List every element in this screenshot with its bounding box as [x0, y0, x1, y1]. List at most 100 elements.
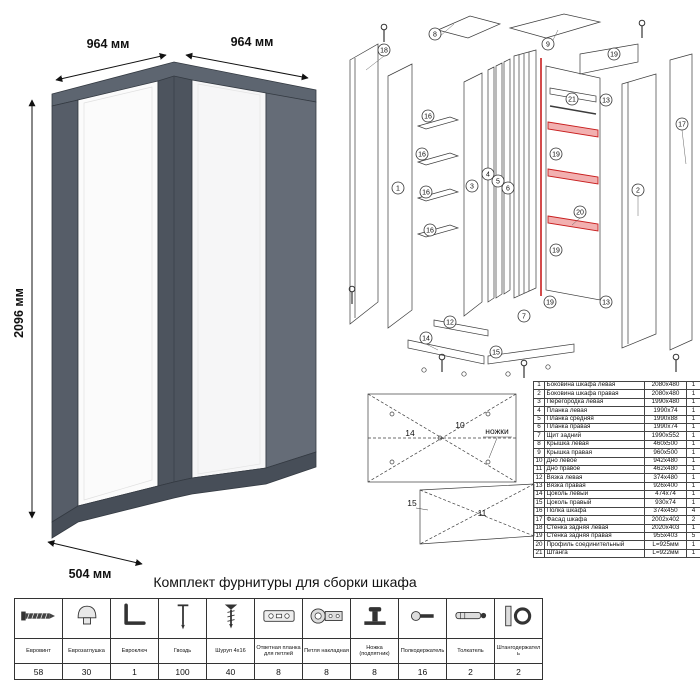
- nail-icon: [158, 598, 207, 639]
- parts-cell-qty: 1: [686, 456, 700, 466]
- svg-text:21: 21: [568, 96, 576, 103]
- svg-text:16: 16: [418, 151, 426, 158]
- parts-cell-num: 14: [533, 490, 545, 500]
- svg-text:19: 19: [552, 247, 560, 254]
- hardware-name: Петля накладная: [302, 638, 351, 664]
- hardware-name: Шуруп 4x16: [206, 638, 255, 664]
- leg: [485, 459, 491, 465]
- parts-cell-name: Крышка правая: [544, 448, 645, 458]
- svg-text:5: 5: [496, 178, 500, 185]
- parts-cell-name: Дно правое: [544, 464, 645, 475]
- parts-cell-name: Полка шкафа: [544, 506, 645, 517]
- part-callout-16: 16: [421, 109, 435, 123]
- part-callout-18: 18: [377, 43, 391, 57]
- parts-cell-size: 2080x480: [644, 389, 687, 399]
- dim-depth: 504 мм: [69, 567, 112, 580]
- wardrobe-3d-view: 964 мм 964 мм 2096 мм 504 мм: [12, 35, 317, 580]
- part-callout-13: 13: [599, 295, 613, 309]
- pusher-icon: [446, 598, 495, 639]
- svg-text:13: 13: [602, 299, 610, 306]
- svg-text:16: 16: [426, 227, 434, 234]
- panel-12: [433, 319, 489, 337]
- parts-cell-name: Планка правая: [544, 422, 645, 433]
- hardware-name: Штангодержатель: [494, 638, 543, 664]
- leg: [485, 411, 491, 417]
- hardware-qty: 58: [14, 663, 63, 680]
- parts-cell-num: 8: [533, 439, 545, 450]
- part-callout-16: 16: [415, 147, 429, 161]
- eurokey-icon: [110, 598, 159, 639]
- parts-cell-num: 19: [533, 532, 545, 542]
- parts-cell-name: Перегородка левая: [544, 397, 645, 408]
- strip-6: [503, 58, 511, 295]
- svg-text:2: 2: [636, 187, 640, 194]
- parts-cell-num: 20: [533, 540, 545, 550]
- dim-width-right: 964 мм: [231, 35, 274, 49]
- svg-text:7: 7: [522, 313, 526, 320]
- top-8: [436, 15, 502, 39]
- parts-cell-num: 1: [533, 380, 545, 391]
- hardware-name: Евровинт: [14, 638, 63, 664]
- svg-text:9: 9: [546, 41, 550, 48]
- wardrobe-plinth: [51, 451, 317, 539]
- hardware-qty: 2: [494, 663, 543, 680]
- parts-cell-size: 1990x74: [644, 422, 687, 433]
- part-callout-15: 15: [489, 345, 503, 359]
- svg-text:12: 12: [446, 319, 454, 326]
- hardware-name: Ответная планка для петлей: [254, 638, 303, 664]
- svg-text:14: 14: [422, 335, 430, 342]
- hardware-qty: 8: [350, 663, 399, 680]
- plinth-15: [487, 343, 575, 365]
- parts-cell-qty: 1: [686, 422, 700, 433]
- part-callout-6: 6: [501, 181, 515, 195]
- parts-cell-size: 942x480: [644, 456, 687, 466]
- hardware-name: Еврозаглушка: [62, 638, 111, 664]
- parts-cell-name: Цоколь левый: [544, 490, 645, 500]
- rod-holder-icon: [494, 598, 543, 639]
- parts-cell-qty: 1: [686, 464, 700, 475]
- part-callout-1: 1: [391, 181, 405, 195]
- parts-cell-num: 12: [533, 473, 545, 483]
- detail-label-10: 10: [455, 420, 465, 430]
- part-callout-13: 13: [599, 93, 613, 107]
- leg: [461, 371, 467, 377]
- part-callout-5: 5: [491, 174, 505, 188]
- parts-cell-num: 13: [533, 481, 545, 492]
- parts-cell-size: 926x400: [644, 481, 687, 492]
- shelf-16: [416, 224, 460, 238]
- panel-2: [621, 73, 657, 349]
- detail-label-15: 15: [407, 498, 417, 508]
- parts-cell-size: L=922мм: [644, 548, 687, 559]
- parts-cell-name: Вязка правая: [544, 481, 645, 492]
- hinge-icon: [302, 598, 351, 639]
- parts-cell-qty: 1: [686, 548, 700, 559]
- svg-text:6: 6: [506, 185, 510, 192]
- bolts-group: [348, 19, 680, 378]
- svg-text:19: 19: [610, 51, 618, 58]
- leg: [389, 459, 395, 465]
- foot-icon: [350, 598, 399, 639]
- wardrobe-right-side-panel: [265, 92, 317, 469]
- part-callout-12: 12: [443, 315, 457, 329]
- svg-text:19: 19: [552, 151, 560, 158]
- part-callout-3: 3: [465, 179, 479, 193]
- parts-cell-size: 462x480: [644, 464, 687, 475]
- detail-label-ножки: ножки: [485, 426, 509, 436]
- hardware-kit-title: Комплект фурнитуры для сборки шкафа: [153, 574, 417, 590]
- plinth-14: [407, 339, 485, 365]
- parts-cell-qty: 1: [686, 431, 700, 441]
- parts-cell-name: Крышка левая: [544, 439, 645, 450]
- part-callout-14: 14: [419, 331, 433, 345]
- right-door-frame-line: [197, 83, 261, 475]
- euroscrew-icon: [14, 598, 63, 639]
- part-callout-17: 17: [675, 117, 689, 131]
